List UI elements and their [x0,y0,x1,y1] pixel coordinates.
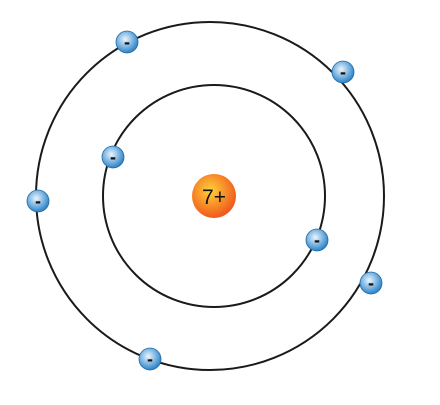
nucleus: 7+ [192,174,236,218]
electron-body [331,60,355,84]
electron-body [115,30,139,54]
electron-charge-label: - [110,147,116,167]
electron-charge-label: - [35,191,41,211]
electron-shell-2-3: - [26,189,50,213]
nucleus-body [192,174,236,218]
electron-charge-label: - [314,230,320,250]
electron-charge-label: - [147,349,153,369]
electron-shell-2-1: - [115,30,139,54]
electron-shell-2-2: - [331,60,355,84]
electron-body [101,145,125,169]
electron-charge-label: - [340,62,346,82]
electron-charge-label: - [368,273,374,293]
electron-shell-2-5: - [138,347,162,371]
electron-body [138,347,162,371]
electron-body [359,271,383,295]
electron-shell-1-1: - [101,145,125,169]
electron-shell-2-4: - [359,271,383,295]
electron-shell-1-2: - [305,228,329,252]
electron-charge-label: - [124,32,130,52]
electron-body [26,189,50,213]
nucleus-charge-label: 7+ [202,186,226,209]
inner-shell-orbit [102,84,326,308]
electrons: - - - - - - - [26,30,383,371]
electron-body [305,228,329,252]
